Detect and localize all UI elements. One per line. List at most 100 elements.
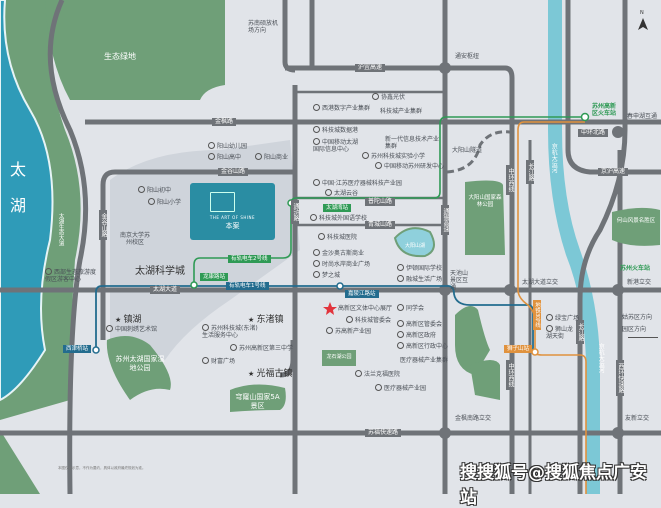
road-jingushan-v: 金谷山路 bbox=[99, 210, 107, 240]
metro-line-3[interactable]: 地铁3号线 bbox=[533, 300, 541, 330]
canal-label: 京杭大运河 bbox=[550, 143, 558, 173]
node-tongan: 通安枢纽 bbox=[455, 53, 480, 60]
node-youxin: 友新立交 bbox=[625, 415, 650, 422]
poi: 高新区政府 bbox=[397, 331, 436, 339]
town-dongzhu: 东渚镇 bbox=[248, 312, 284, 325]
station-xijinqiao[interactable]: 西津桥站 bbox=[63, 345, 92, 353]
metro-blue-line bbox=[95, 285, 534, 352]
road-qingchengshan: 青城山路 bbox=[365, 221, 396, 229]
poi: 融城生活广场 bbox=[397, 275, 442, 283]
direction-arrow-icon bbox=[628, 337, 658, 338]
poi: 伊顿国际学校 bbox=[397, 264, 442, 272]
poi: 苏州高新区第三中学 bbox=[230, 344, 293, 352]
park-dayangshan: 大阳山国家森林公园 bbox=[468, 195, 502, 208]
canal-label-2: 京杭大运河 bbox=[597, 343, 605, 373]
showroom-label: 高新区文体中心展厅 bbox=[338, 305, 393, 312]
poi: 阳山初中 bbox=[138, 186, 171, 194]
road-putuoshan: 普陀山路 bbox=[365, 198, 396, 206]
interchanges bbox=[439, 62, 624, 439]
tram-line-1[interactable]: 有轨电车1号线 bbox=[226, 282, 269, 290]
eco-green-area bbox=[45, 0, 225, 100]
poi: 阳山商业 bbox=[255, 153, 288, 161]
poi: 医疗器械产业园 bbox=[375, 384, 426, 392]
node-dayangshan-tunnel: 大阳山隧道 bbox=[452, 147, 483, 154]
poi: 太湖云谷 bbox=[325, 189, 358, 197]
eco-label: 生态绿地 bbox=[104, 52, 136, 61]
project-cn: 本案 bbox=[225, 222, 240, 230]
station-suzhou[interactable]: 苏州火车站 bbox=[620, 265, 651, 272]
road-huyi: 沪宜高速 bbox=[355, 64, 386, 72]
poi: 高新区行政中心 bbox=[397, 342, 448, 350]
poi: 时尚水岸商业广场 bbox=[313, 260, 370, 268]
lake-dayangshan: 大阳山湖 bbox=[404, 243, 425, 249]
town-guangfu: 光福古镇 bbox=[248, 366, 293, 379]
poi: 中国刺绣艺术馆 bbox=[106, 325, 157, 333]
poi: 阳山小学 bbox=[148, 198, 181, 206]
road-taihu-eco: 太湖生态大道 bbox=[57, 213, 64, 246]
north-arrow-icon bbox=[638, 18, 648, 30]
node-tianchishan: 天池山景区互通 bbox=[450, 270, 469, 292]
lake-label-2: 湖 bbox=[10, 196, 27, 215]
poi-nju: 南京大学苏州校区 bbox=[120, 232, 151, 247]
poi: 苏高新产业园 bbox=[326, 327, 371, 335]
station-taihuwan[interactable]: 太湖湾站 bbox=[323, 204, 352, 212]
station-hsr[interactable]: 苏州高新区火车站 bbox=[592, 103, 617, 118]
park-heshan: 何山风景名胜区 bbox=[616, 218, 656, 224]
node-xingang: 新港立交 bbox=[627, 279, 652, 286]
station-longkang[interactable]: 龙康路站 bbox=[200, 273, 229, 281]
wetland-park bbox=[106, 336, 171, 400]
shishan-park-2 bbox=[470, 360, 500, 400]
footnote: 本图仅为示意，不作为要约，具体以政府最终规划为准。 bbox=[58, 466, 146, 470]
project-logo bbox=[210, 192, 235, 212]
road-changjiang-2: 长江路 bbox=[576, 320, 584, 344]
roads bbox=[0, 0, 661, 494]
road-tongxi: 通锡高速 bbox=[441, 205, 449, 235]
road-tonghu: 通浒路 bbox=[291, 200, 299, 224]
project-star-icon bbox=[323, 302, 337, 315]
poi: 法兰克福医院 bbox=[355, 370, 400, 378]
road-zhonghuanxi: 中环西线 bbox=[506, 165, 514, 195]
qionglong-park bbox=[230, 384, 286, 412]
node-taihudadao-interchange: 太湖大道立交 bbox=[522, 279, 559, 286]
area-science-city: 太湖科学城 bbox=[135, 266, 185, 277]
road-xihuan: 西环快速路 bbox=[616, 360, 624, 396]
town-zhenhu: 镇湖 bbox=[115, 312, 142, 325]
tram-line-2[interactable]: 有轨电车2号线 bbox=[228, 255, 271, 263]
park-longshihu: 龙石湖公园 bbox=[326, 354, 352, 360]
poi: 财富广场 bbox=[202, 357, 235, 365]
road-zhonghuanbei: 中环北路 bbox=[578, 129, 609, 137]
poi: 高新区管委会 bbox=[397, 320, 442, 328]
poi: 同学会 bbox=[397, 304, 424, 312]
poi: 科技城管委会 bbox=[346, 316, 391, 324]
poi: 中国移动苏州研发中心 bbox=[375, 162, 444, 170]
poi: 金沙奥古斯商业 bbox=[313, 249, 364, 257]
direction-park: 园区方向 bbox=[622, 326, 647, 333]
poi: 科技城外国语学校 bbox=[310, 214, 367, 222]
dayangshan-tunnel bbox=[446, 130, 511, 174]
road-jinfeng: 金枫路 bbox=[212, 118, 237, 126]
road-zhonghuanxi-2: 中环西线 bbox=[506, 360, 514, 390]
airport-direction: 苏南硕放机场方向 bbox=[248, 20, 279, 35]
watermark: 搜搜狐号@搜狐焦点广安站 bbox=[460, 463, 647, 508]
road-sufu: 苏福快速路 bbox=[365, 429, 402, 437]
poi: 新一代信息技术产业集群 bbox=[385, 136, 440, 151]
lake-label: 太 bbox=[10, 160, 27, 179]
poi: 阳山高中 bbox=[208, 153, 241, 161]
poi: 阳山幼儿园 bbox=[208, 142, 247, 150]
poi: 医疗器械产业集群 bbox=[400, 357, 449, 364]
map-canvas bbox=[0, 0, 661, 494]
node-jinfengnan: 金枫南路立交 bbox=[455, 415, 492, 422]
road-taihudadao: 太湖大道 bbox=[150, 286, 181, 294]
poi: 苏州科技城(东渚)生活服务中心 bbox=[202, 324, 262, 339]
dayangshan-lake bbox=[393, 227, 435, 258]
poi: 狮山龙湖天街 bbox=[546, 325, 576, 340]
poi: 科技城医院 bbox=[318, 233, 357, 241]
park-wetland: 苏州太湖国家湿地公园 bbox=[115, 355, 165, 372]
station-shizishan[interactable]: 狮子山站 bbox=[504, 345, 533, 353]
direction-gusu: 姑苏区方向 bbox=[622, 314, 653, 321]
park-qionglong: 穹窿山国家5A景区 bbox=[235, 393, 280, 410]
poi: 科技城产业集群 bbox=[380, 108, 423, 115]
taihu-lake bbox=[0, 0, 54, 402]
poi: 西部生态旅游度假区游客中心 bbox=[45, 268, 100, 283]
station-jialingjiang[interactable]: 嘉陵江路站 bbox=[345, 290, 379, 298]
